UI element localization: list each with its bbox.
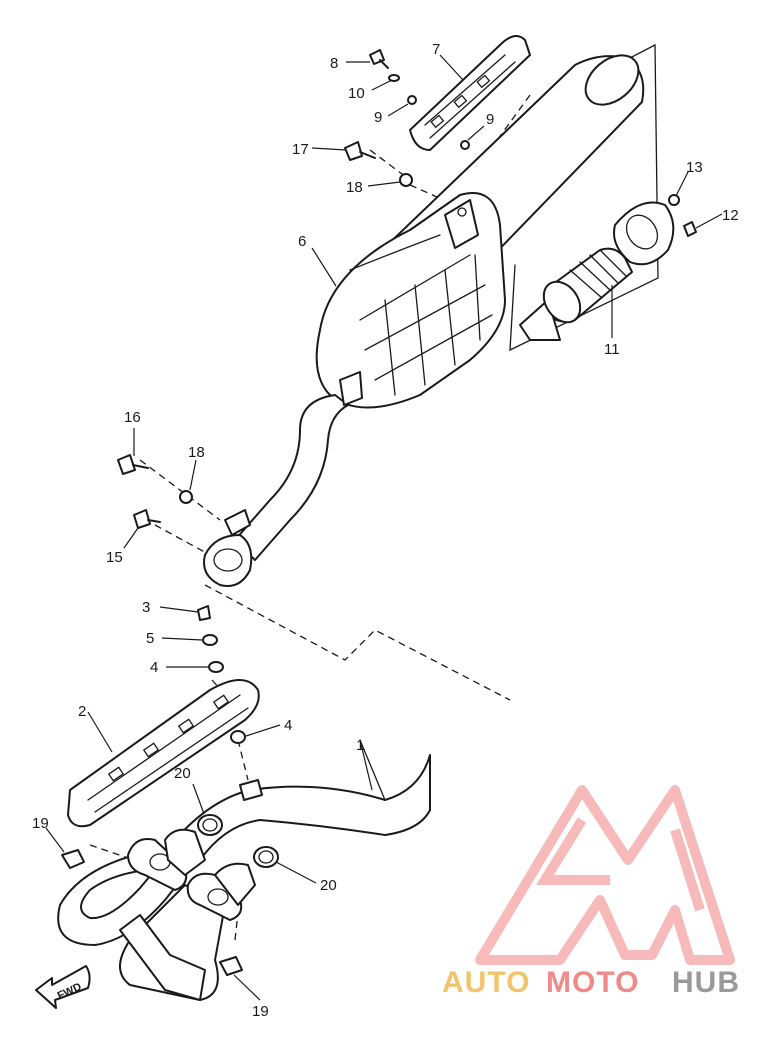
muffler-assembly <box>203 54 645 587</box>
callout-9a: 9 <box>374 109 382 126</box>
callout-12: 12 <box>722 207 739 224</box>
callout-8: 8 <box>330 55 338 72</box>
watermark-moto: MOTO <box>546 966 639 999</box>
watermark-logo <box>475 785 735 965</box>
callout-7: 7 <box>432 41 440 58</box>
leader-lines <box>45 54 723 1001</box>
muffler-frame <box>509 43 659 352</box>
inlet-fasteners <box>117 454 193 529</box>
callout-10: 10 <box>348 85 365 102</box>
callout-15: 15 <box>106 549 123 566</box>
callout-19b: 19 <box>252 1003 269 1020</box>
callout-19a: 19 <box>32 815 49 832</box>
callout-17: 17 <box>292 141 309 158</box>
callout-6: 6 <box>298 233 306 250</box>
callout-9b: 9 <box>486 111 494 128</box>
callout-5: 5 <box>146 630 154 647</box>
callout-16: 16 <box>124 409 141 426</box>
callout-3: 3 <box>142 599 150 616</box>
gaskets <box>197 814 279 868</box>
watermark-hub: HUB <box>672 966 740 999</box>
callout-11: 11 <box>604 341 620 358</box>
callout-4a: 4 <box>150 659 158 676</box>
callout-18b: 18 <box>188 444 205 461</box>
lower-heat-guard <box>67 679 260 828</box>
watermark-auto: AUTO <box>442 966 530 999</box>
callout-20a: 20 <box>174 765 191 782</box>
callout-20b: 20 <box>320 877 337 894</box>
fwd-arrow: FWD <box>35 965 91 1009</box>
callout-numbers: 1 2 3 4 4 5 6 7 8 9 9 10 11 12 13 15 16 … <box>32 41 739 1020</box>
watermark-text: AUTO MOTO HUB <box>442 966 740 999</box>
callout-1: 1 <box>356 737 364 754</box>
flange-nuts <box>61 849 243 976</box>
upper-heat-guard <box>409 35 531 151</box>
callout-2: 2 <box>78 703 86 720</box>
guard-fasteners <box>344 49 470 187</box>
callout-18a: 18 <box>346 179 363 196</box>
exhaust-header-pipes <box>57 739 431 1001</box>
callout-4b: 4 <box>284 717 292 734</box>
callout-13: 13 <box>686 159 703 176</box>
tailpipe-insert <box>519 194 697 341</box>
guard-small-parts <box>197 605 246 744</box>
